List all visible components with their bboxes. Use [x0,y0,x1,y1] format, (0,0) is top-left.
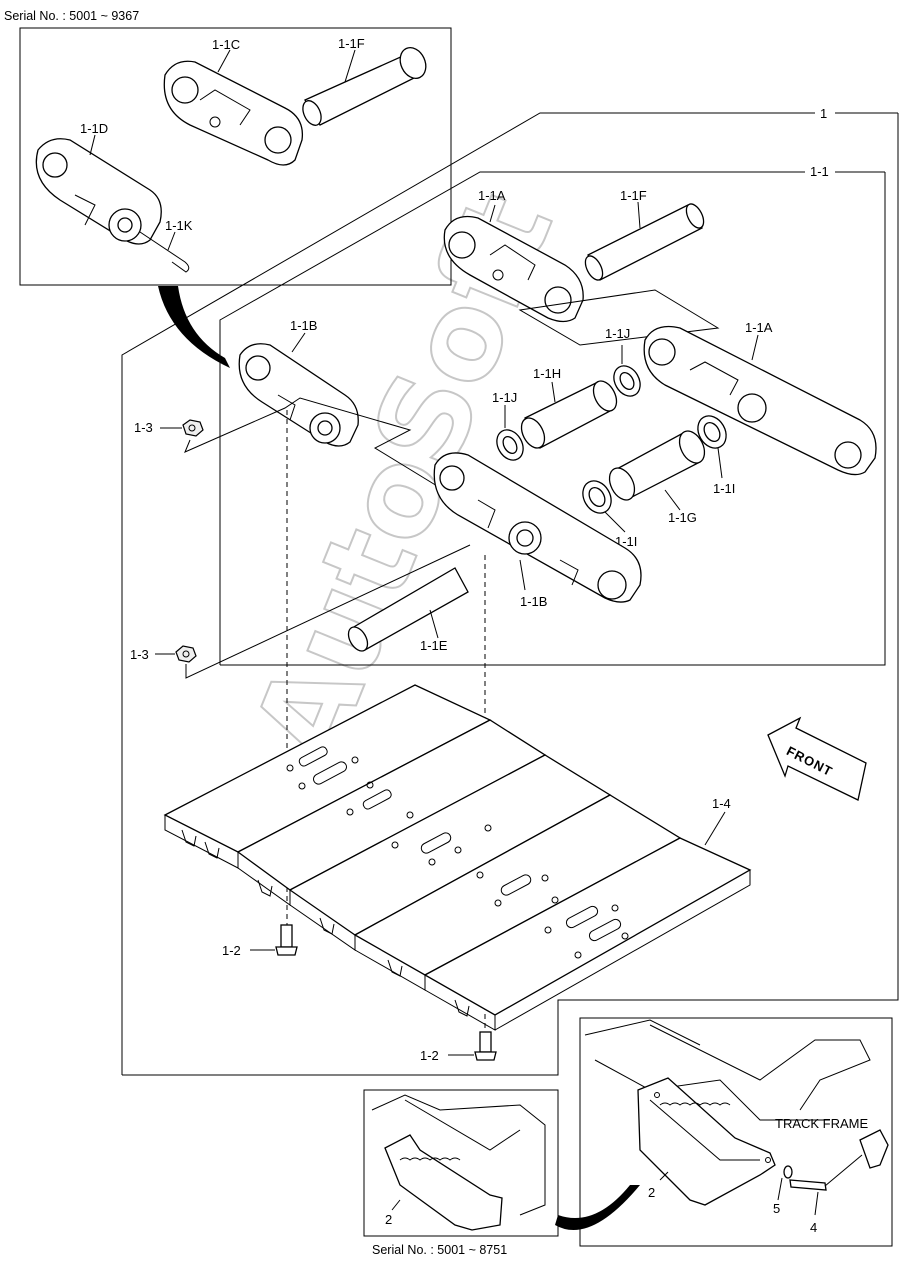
label-5: 5 [773,1201,780,1216]
label-1-1F: 1-1F [620,188,647,203]
label-1-3-top: 1-3 [134,420,153,435]
label-1-1B-left: 1-1B [290,318,317,333]
label-1-1F-top: 1-1F [338,36,365,51]
label-1-1H: 1-1H [533,366,561,381]
pin-1-1F-top-drawing [302,46,427,126]
front-arrow: FRONT [767,716,867,801]
label-1-4: 1-4 [712,796,731,811]
seal-1-1I-right-drawing: 1-1I [697,415,735,496]
link-1-1B-mid-drawing: 1-1B [433,452,642,609]
seal-1-1I-mid-drawing: 1-1I [582,480,637,549]
bolt-1-2-bottom-drawing: 1-2 [420,1031,497,1063]
label-1-1C: 1-1C [212,37,240,52]
label-1-1: 1-1 [810,164,829,179]
label-1-2-bottom: 1-2 [420,1048,439,1063]
bolt-1-2-left-drawing: 1-2 [222,924,298,958]
frame-1: 1 [121,106,899,1076]
label-1-3-bottom: 1-3 [130,647,149,662]
label-1-1A-top: 1-1A [478,188,506,203]
bushing-1-1G-drawing: 1-1G [608,430,706,525]
pin-1-1E-drawing: 1-1E [347,567,469,653]
label-1-1K: 1-1K [165,218,193,233]
inset-arrow-top [158,286,230,368]
inset-arrow-bottom [555,1185,640,1230]
seal-1-1J-left-drawing: 1-1J [492,390,524,461]
frame-1-1: 1-1 [219,164,886,666]
label-1-1E: 1-1E [420,638,448,653]
track-shoes-1-4-drawing: 1-4 [163,684,752,1031]
link-1-1C-drawing [163,60,304,166]
label-1-1B-mid: 1-1B [520,594,547,609]
nut-1-3-bottom-drawing: 1-3 [130,544,471,679]
link-1-1B-left-drawing: 1-1B [238,318,359,447]
serial-note-bottom: Serial No. : 5001 ~ 8751 [372,1243,507,1257]
label-4: 4 [810,1220,817,1235]
label-1-1D: 1-1D [80,121,108,136]
label-1-1A-right: 1-1A [745,320,773,335]
nut-1-3-top-drawing: 1-3 [134,419,204,437]
label-1-1J-left: 1-1J [492,390,517,405]
inset-box-top-left: 1-1C 1-1F 1-1D 1-1K [19,27,452,286]
link-1-1A-top-drawing: 1-1A [443,188,584,323]
pin-1-1F-drawing: 1-1F [584,188,705,281]
label-1-1J-right: 1-1J [605,326,630,341]
label-1-1I-right: 1-1I [713,481,735,496]
bushing-1-1H-drawing: 1-1H [520,366,618,449]
cotter-pin-1-1K-drawing [139,231,190,273]
label-1-1G: 1-1G [668,510,697,525]
placement-outline-top [518,289,720,346]
label-1: 1 [820,106,827,121]
inset-box-bottom: 2 [363,1089,559,1237]
link-1-1A-right-drawing: 1-1A [643,320,877,476]
label-2-left: 2 [385,1212,392,1227]
serial-note-top: Serial No. : 5001 ~ 9367 [4,9,139,23]
label-1-2-left: 1-2 [222,943,241,958]
link-1-1D-drawing [35,138,162,245]
seal-1-1J-right-drawing: 1-1J [605,326,641,397]
track-frame-label: TRACK FRAME [775,1116,869,1131]
label-2-right: 2 [648,1185,655,1200]
inset-box-right: TRACK FRAME 5 4 2 [579,1017,893,1247]
